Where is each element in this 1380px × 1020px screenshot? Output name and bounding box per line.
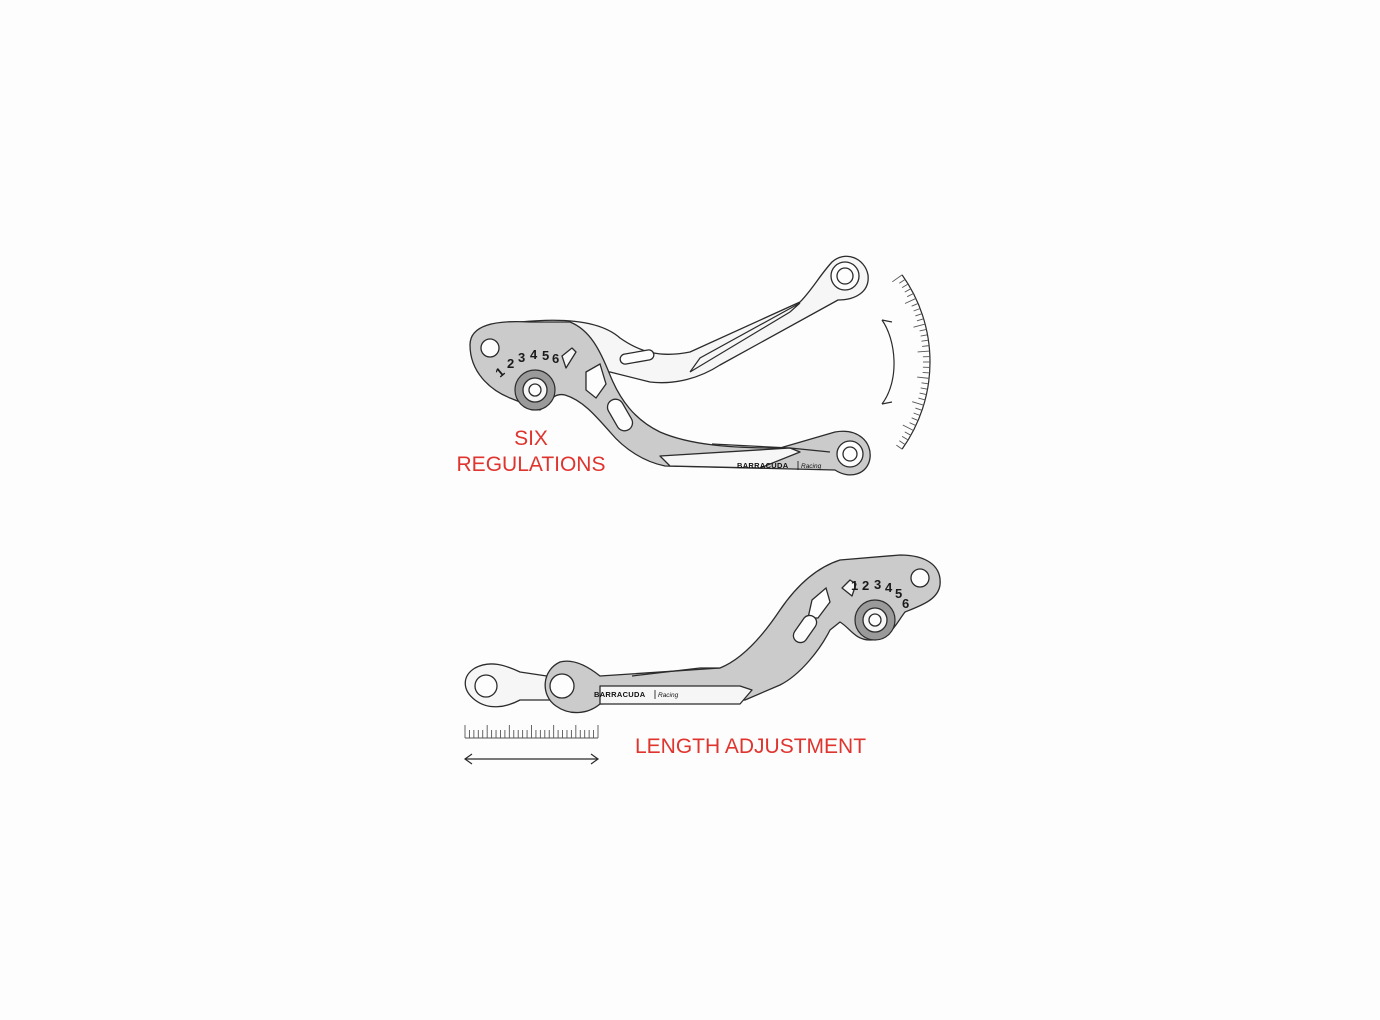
brand-top: BARRACUDA [737, 461, 789, 470]
angle-scale-tick [917, 350, 930, 353]
brand-top-sub: Racing [801, 463, 822, 470]
angle-scale-tick [899, 278, 906, 284]
length-ruler [464, 725, 599, 739]
dial-b-num-6: 6 [902, 596, 909, 611]
lever-main [544, 554, 941, 714]
six-regulations-label-line1: SIX [514, 427, 548, 450]
lever-cutout-2 [606, 398, 634, 432]
dial-b-num-1: 1 [851, 578, 858, 593]
angle-scale-tick [918, 397, 926, 401]
brand-bottom: BARRACUDA [594, 690, 646, 699]
angle-scale-tick [902, 424, 914, 431]
angle-scale-tick [904, 298, 917, 304]
angle-scale [892, 274, 931, 450]
lever-main-blade [599, 685, 753, 705]
angle-arrow-heads [881, 319, 893, 405]
angle-scale-tick [920, 387, 928, 390]
angle-scale-tick [892, 274, 903, 283]
angle-scale-tick [919, 392, 927, 396]
dial-b-num-4: 4 [885, 580, 893, 595]
dial-num-6: 6 [552, 351, 559, 366]
angle-scale-tick [904, 431, 912, 436]
dial-num-2: 2 [507, 356, 514, 371]
bottom-lever-group: 2 3 4 5 6 1 BARRACUDA Racing [464, 554, 941, 714]
lever-tip-hole-inner [842, 446, 858, 462]
angle-arrow-icon [881, 319, 895, 405]
angle-scale-tick [901, 283, 909, 288]
angle-scale-tick [909, 422, 917, 426]
dial-knob-center [528, 383, 542, 397]
angle-scale-tick [922, 371, 930, 374]
lever-open-position [519, 255, 869, 391]
lever-open-slot [619, 349, 655, 365]
lever-open-blade [689, 302, 801, 373]
dial-pointer [561, 347, 577, 369]
angle-scale-tick [916, 318, 924, 322]
dial-num-4: 4 [530, 347, 538, 362]
lever-cutout-1 [585, 363, 607, 399]
dial-pointer-bottom [841, 579, 857, 597]
dial-b-num-3: 3 [874, 577, 881, 592]
lever-pivot-hole [480, 338, 500, 358]
angle-scale-tick [920, 334, 928, 337]
angle-scale-tick [922, 345, 930, 347]
lever-closed-blade [659, 447, 801, 469]
lever-main-edge [631, 667, 720, 677]
brand-bottom-sub: Racing [658, 692, 679, 699]
angle-scale-tick [913, 308, 921, 312]
length-adjustment-label: LENGTH ADJUSTMENT [635, 735, 866, 758]
dial-knob-bottom-center [868, 613, 882, 627]
angle-scale-tick [907, 293, 914, 298]
dial-b-num-5: 5 [895, 586, 902, 601]
angle-scale-tick [913, 323, 926, 328]
angle-scale-tick [904, 288, 912, 293]
angle-scale-tick [896, 444, 903, 450]
lever-closed-edge [711, 443, 831, 453]
lever-extended-hole [474, 674, 498, 698]
angle-scale-tick [917, 376, 930, 379]
angle-scale-tick [913, 412, 921, 416]
angle-scale-tick [911, 417, 919, 421]
top-lever-group: 1 2 3 4 5 6 BARRACUDA Racing [469, 255, 871, 476]
angle-scale-tick [921, 339, 929, 342]
dial-num-3: 3 [518, 350, 525, 365]
six-regulations-label-line2: REGULATIONS [457, 453, 606, 476]
angle-scale-tick [915, 313, 923, 317]
angle-scale-tick [919, 328, 927, 332]
lever-main-cutout-2 [792, 614, 818, 644]
angle-scale-tick [912, 401, 924, 406]
dial-b-num-2: 2 [862, 578, 869, 593]
angle-scale-tick [899, 440, 906, 446]
angle-scale-tick [915, 407, 923, 411]
lever-main-hole [549, 673, 575, 699]
angle-scale-tick [911, 303, 919, 307]
length-arrow-heads [463, 753, 600, 765]
dial-num-5: 5 [542, 348, 549, 363]
lever-main-pivot-hole [910, 568, 930, 588]
angle-scale-tick [901, 436, 909, 441]
lever-open-tip-hole-inner [836, 267, 854, 285]
angle-scale-tick [921, 382, 929, 385]
